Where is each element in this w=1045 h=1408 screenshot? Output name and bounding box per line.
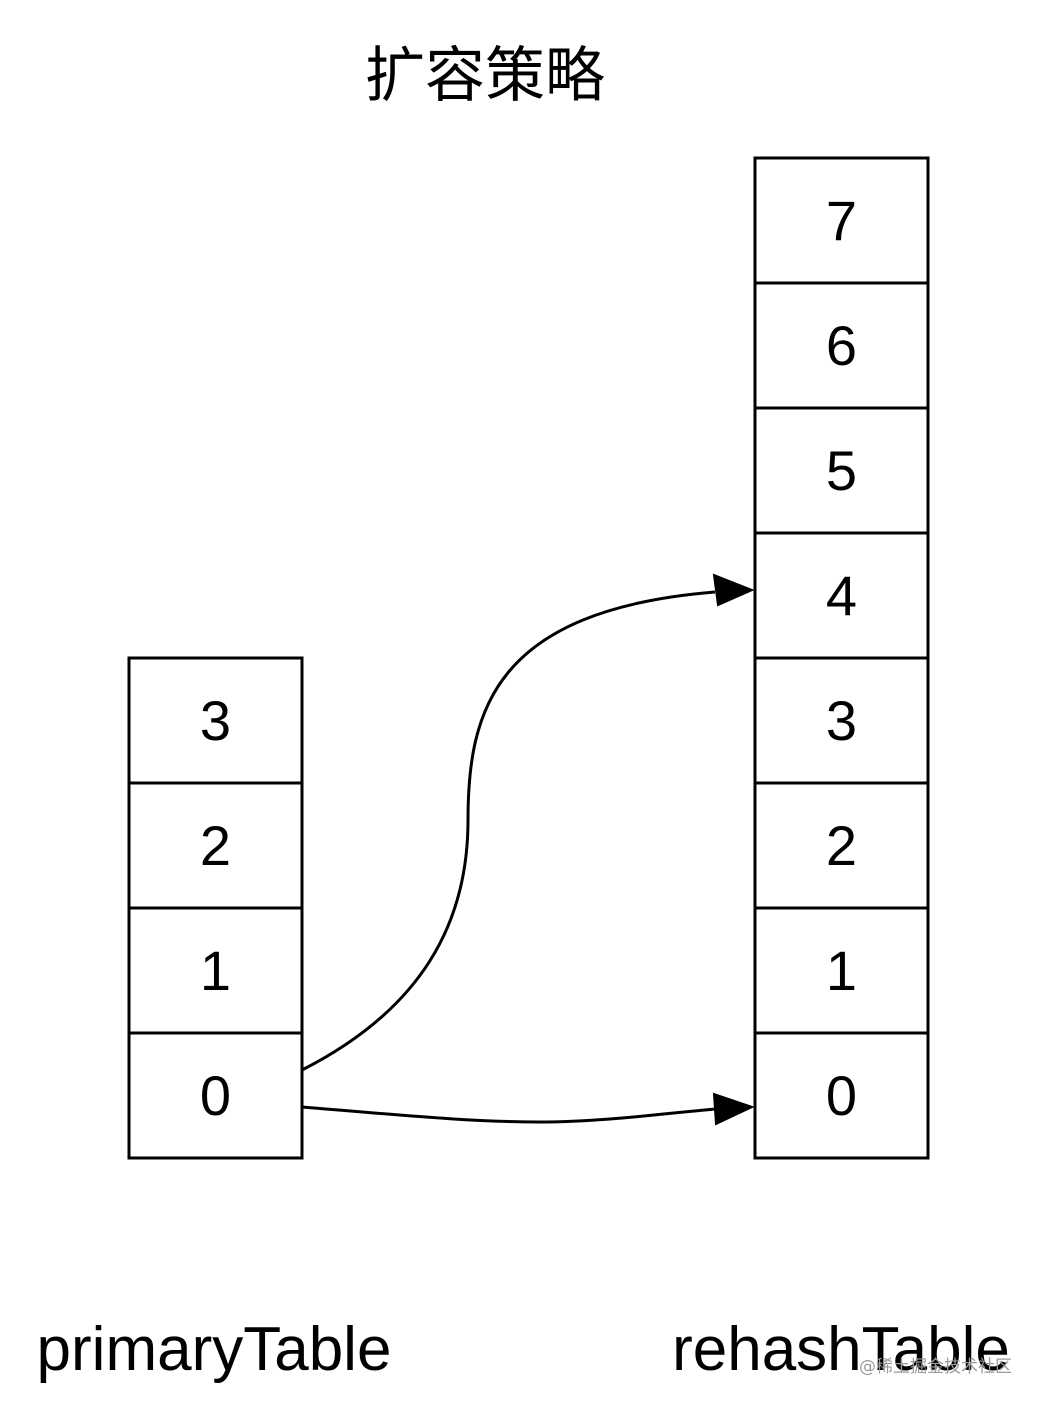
primary-cell-label: 2 (200, 814, 231, 877)
watermark: @稀土掘金技术社区 (859, 1357, 1012, 1377)
rehash-cell-label: 1 (826, 939, 857, 1002)
rehash-cell: 7 (753, 156, 930, 285)
primary-cell-label: 3 (200, 689, 231, 752)
arrow-head-icon (712, 1092, 755, 1126)
rehash-cell-label: 3 (826, 689, 857, 752)
diagram-title: 扩容策略 (365, 41, 605, 111)
arrow-head-icon (712, 573, 755, 607)
primary-cell: 2 (127, 781, 304, 910)
primary-cell: 3 (127, 656, 304, 785)
rehash-cell: 5 (753, 406, 930, 535)
arrow-primary-0-to-rehash-0 (301, 1105, 716, 1124)
rehash-cell: 6 (753, 281, 930, 410)
primary-table: 3 2 1 0 (127, 656, 304, 1160)
rehash-cell-label: 5 (826, 439, 857, 502)
rehash-cell: 1 (753, 906, 930, 1035)
rehash-cell: 2 (753, 781, 930, 910)
rehash-cell: 0 (753, 1031, 930, 1160)
rehash-cell-label: 2 (826, 814, 857, 877)
primary-cell-label: 1 (200, 939, 231, 1002)
rehash-cell: 4 (753, 531, 930, 660)
primary-cell: 0 (127, 1031, 304, 1160)
arrows (301, 573, 755, 1126)
primary-cell: 1 (127, 906, 304, 1035)
rehash-cell-label: 0 (826, 1064, 857, 1127)
rehash-cell-label: 6 (826, 314, 857, 377)
rehash-cell-label: 4 (826, 564, 857, 627)
rehash-cell: 3 (753, 656, 930, 785)
primary-cell-label: 0 (200, 1064, 231, 1127)
rehash-table-label: rehashTable (672, 1315, 1010, 1384)
primary-table-label: primaryTable (37, 1315, 392, 1384)
rehash-table: 7 6 5 4 3 2 1 0 (753, 156, 930, 1160)
arrow-primary-0-to-rehash-4 (301, 590, 716, 1072)
rehash-cell-label: 7 (826, 189, 857, 252)
